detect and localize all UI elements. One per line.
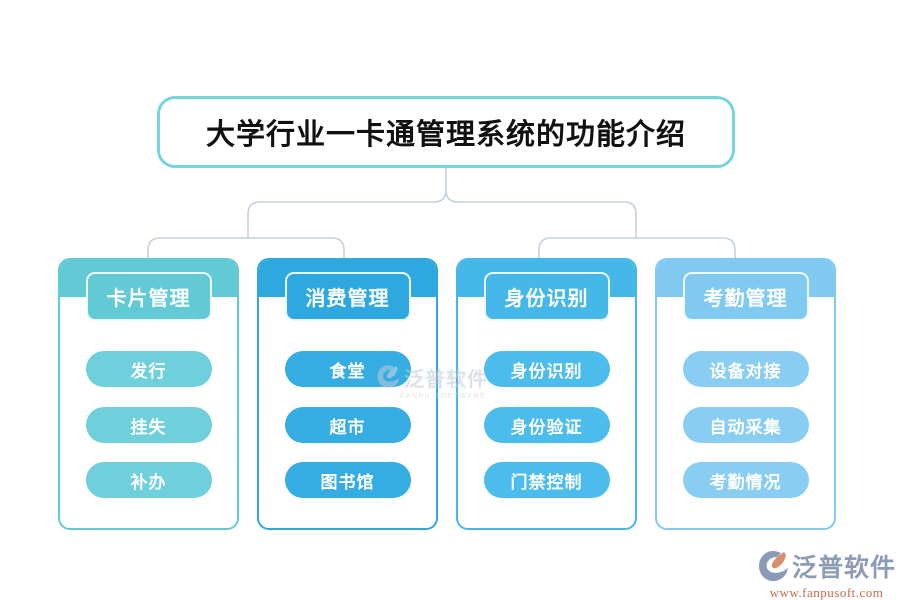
diagram-title: 大学行业一卡通管理系统的功能介绍 xyxy=(157,96,735,168)
pill-identity-verification: 身份验证 xyxy=(483,407,610,443)
attendance-management-card: 考勤管理 设备对接 自动采集 考勤情况 xyxy=(655,258,836,530)
card-header-title: 身份识别 xyxy=(483,272,610,321)
pill-issue: 发行 xyxy=(85,351,212,387)
pill-attendance-status: 考勤情况 xyxy=(682,462,809,498)
pill-supermarket: 超市 xyxy=(284,407,411,443)
pill-canteen: 食堂 xyxy=(284,351,411,387)
card-management-card: 卡片管理 发行 挂失 补办 xyxy=(58,258,239,530)
pill-report-loss: 挂失 xyxy=(85,407,212,443)
card-header-title: 考勤管理 xyxy=(682,272,809,321)
pill-device-docking: 设备对接 xyxy=(682,351,809,387)
consumption-management-card: 消费管理 食堂 超市 图书馆 xyxy=(257,258,438,530)
pill-reissue: 补办 xyxy=(85,462,212,498)
fanpu-logo: 泛普软件 www.fanpusoft.com xyxy=(757,548,896,601)
fanpu-logo-name: 泛普软件 xyxy=(792,554,897,582)
pill-auto-collection: 自动采集 xyxy=(682,407,809,443)
identity-recognition-card: 身份识别 身份识别 身份验证 门禁控制 xyxy=(456,258,637,530)
card-header-title: 消费管理 xyxy=(284,272,411,321)
pill-library: 图书馆 xyxy=(284,462,411,498)
fanpu-logo-icon xyxy=(759,551,788,582)
card-header-title: 卡片管理 xyxy=(85,272,212,321)
pill-access-control: 门禁控制 xyxy=(483,462,610,498)
pill-identity-recognition: 身份识别 xyxy=(483,351,610,387)
fanpu-logo-url: www.fanpusoft.com xyxy=(769,585,884,600)
